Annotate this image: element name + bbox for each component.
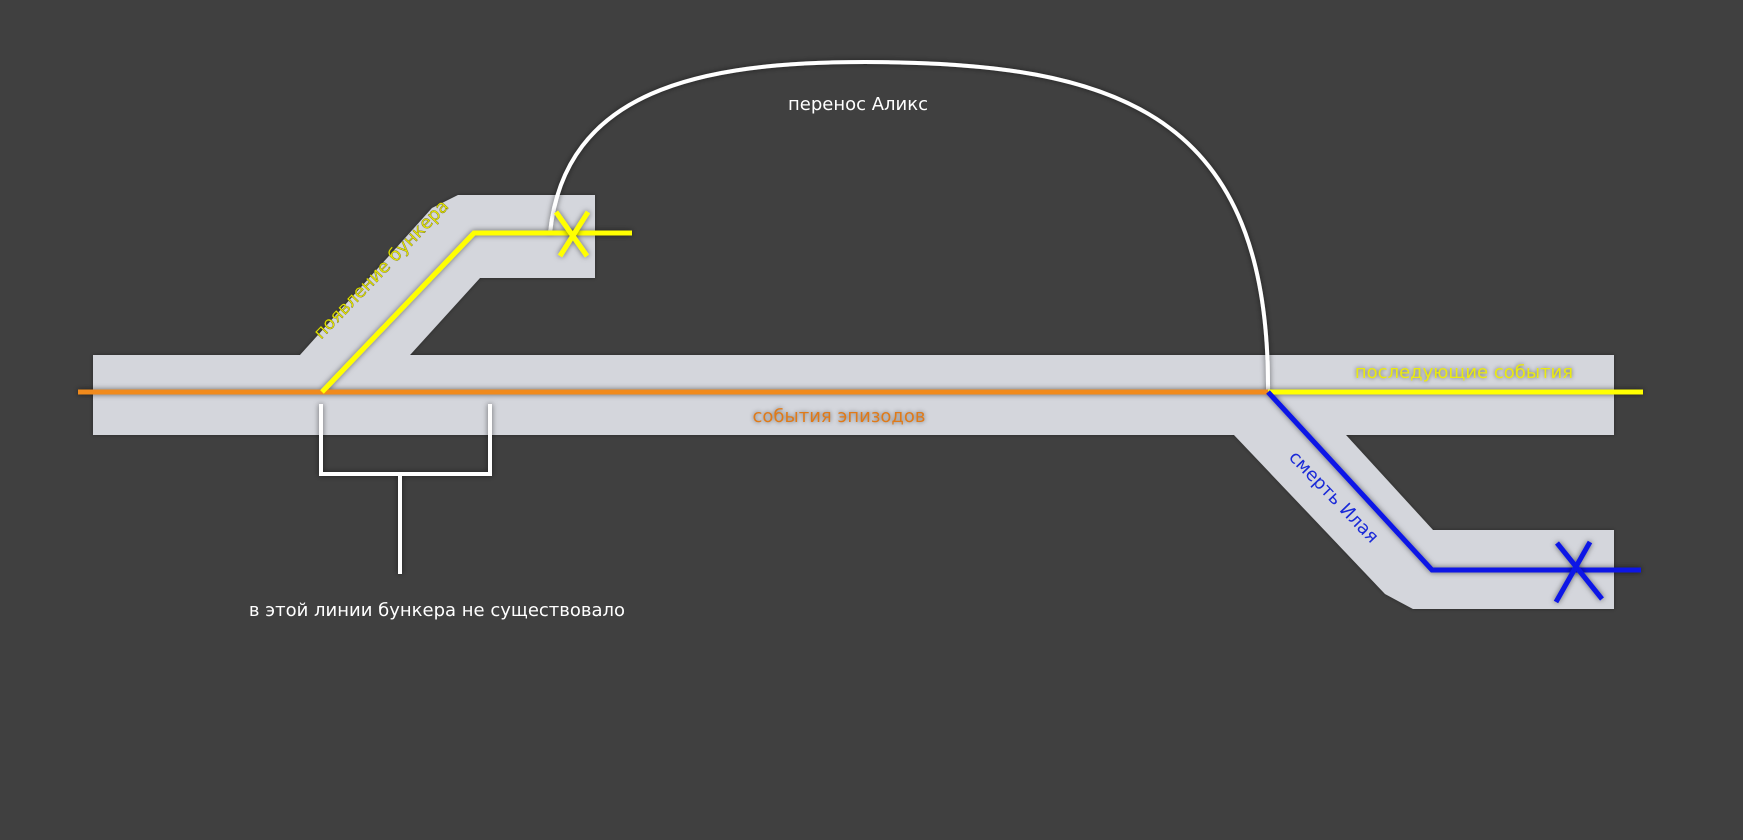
alyx-transfer-label: перенос Аликс bbox=[788, 94, 928, 115]
no-bunker-note: в этой линии бункера не существовало bbox=[249, 600, 625, 621]
lower-branch-track bbox=[1234, 435, 1614, 609]
upper-end-marker bbox=[553, 210, 591, 258]
alyx-transfer-arc bbox=[548, 59, 1271, 393]
no-bunker-bracket bbox=[319, 404, 492, 574]
track-shapes bbox=[93, 195, 1614, 609]
lower-end-marker bbox=[1553, 540, 1604, 604]
bunker-branch-line bbox=[320, 230, 632, 394]
subsequent-events-label: последующие события bbox=[1355, 362, 1573, 383]
episode-events-label: события эпизодов bbox=[753, 406, 926, 427]
